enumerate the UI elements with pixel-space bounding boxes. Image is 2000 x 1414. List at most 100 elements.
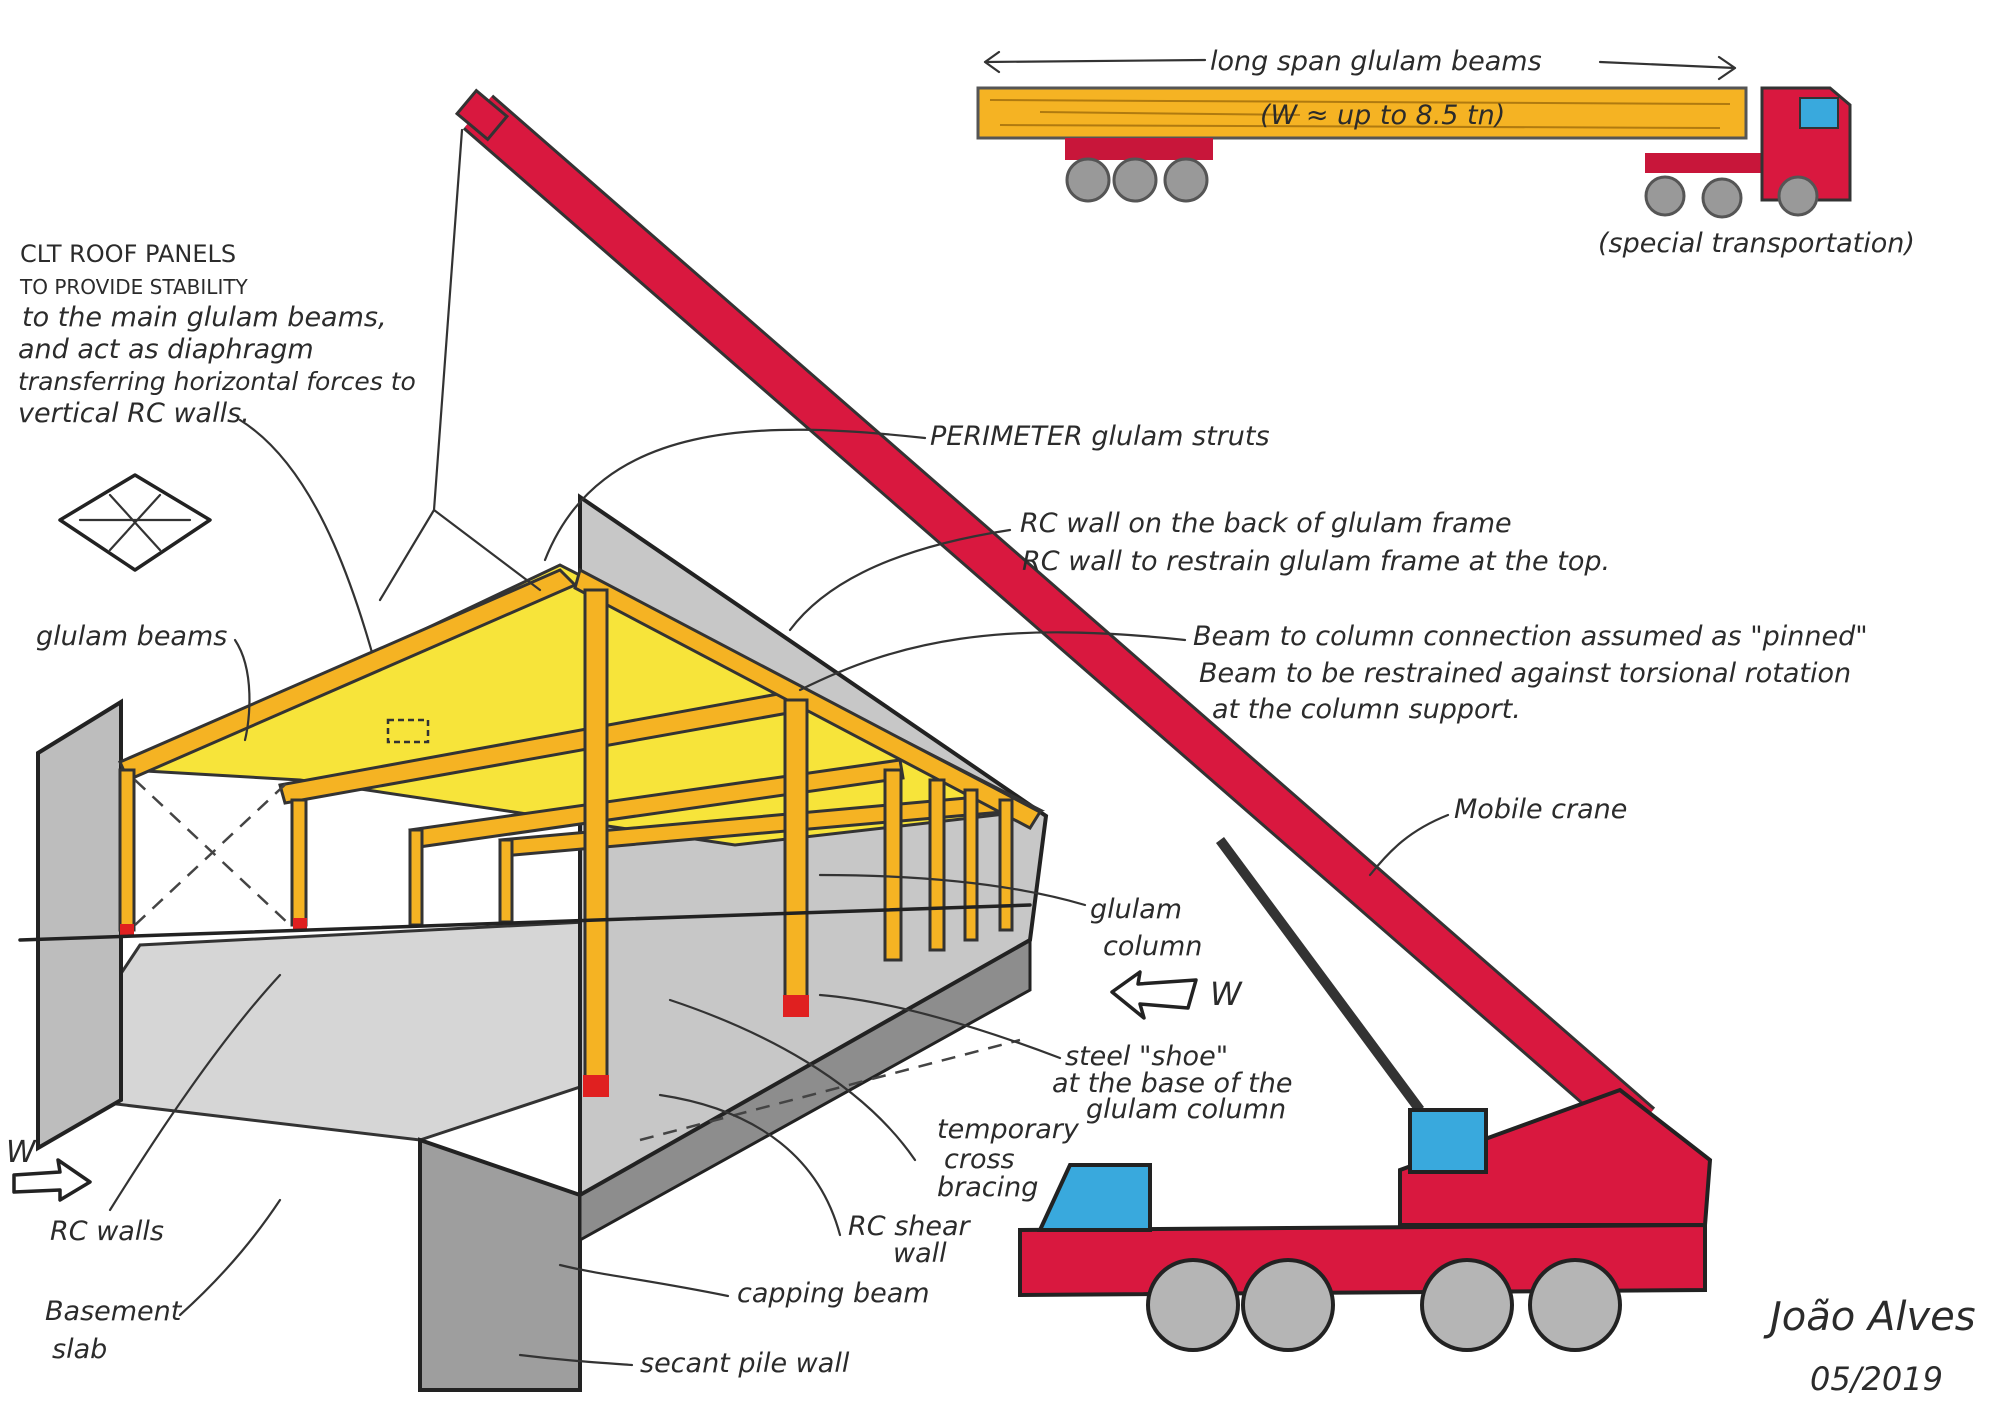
diaphragm-icon [58,473,212,572]
left-rc-wall [36,698,123,1152]
truck-wheels [1644,175,1819,219]
cab-window [1799,97,1839,129]
rc-wall-back-label-1: RC wall on the back of glulam frame [1020,508,1512,539]
mobile-crane-label: Mobile crane [1454,794,1627,825]
bracing-label-1: temporary [937,1114,1080,1145]
bracing-label-2: cross [944,1144,1015,1175]
note-line: transferring horizontal forces to [18,367,416,396]
crane-boom [464,96,1654,1141]
capping-beam-label: capping beam [737,1278,930,1309]
leader-line [178,1198,282,1317]
secant-pile-wall [418,1137,582,1392]
wheel [1146,1258,1240,1352]
leader-line [658,1093,842,1237]
leader-line [233,638,251,742]
note-line: TO PROVIDE STABILITY [19,275,249,299]
glulam-column [883,768,903,962]
glulam-column-label-2: column [1103,931,1202,962]
transport-caption: (special transportation) [1598,228,1915,259]
ground-floor-edge [18,903,1032,942]
glulam-column [998,798,1014,932]
note-line: to the main glulam beams, [22,302,387,333]
glulam-column [408,828,424,927]
rc-wall-back-label-2: RC wall to restrain glulam frame at the … [1022,546,1610,577]
steel-shoe [783,995,809,1017]
wheel [1065,157,1111,203]
temporary-cross-bracing [134,779,1021,1142]
glulam-column [498,838,514,924]
luffing-ram [1215,837,1425,1113]
steel-shoe-label-3: glulam column [1086,1094,1286,1125]
leader-line [818,873,1087,907]
glulam-beams-label: glulam beams [36,621,227,652]
basement-slab-label-1: Basement [45,1296,183,1327]
leader-line [108,973,282,1212]
glulam-column-label-1: glulam [1090,894,1182,925]
perimeter-struts-label: PERIMETER glulam struts [930,421,1270,452]
signature-block: João Alves 05/2019 [1763,1294,1976,1398]
leader-line [558,1263,730,1298]
glulam-column [583,588,609,1082]
steel-shoe-label-2: at the base of the [1052,1068,1292,1099]
note-line: and act as diaphragm [18,334,314,365]
wind-label-right: W [1210,975,1243,1013]
leader-line [798,631,1187,692]
signature-date: 05/2019 [1810,1360,1943,1398]
leader-line [543,428,927,562]
wheel [1241,1258,1335,1352]
wheel [1644,175,1686,217]
steel-shoe-label-1: steel "shoe" [1065,1041,1228,1072]
signature-name: João Alves [1763,1294,1976,1340]
basement-slab-label-2: slab [52,1334,107,1365]
wheel [1777,175,1819,217]
leader-line [668,998,917,1162]
wheel [1163,157,1209,203]
glulam-column [783,698,809,1002]
glulam-column [290,798,308,927]
crane-wheels [1146,1258,1622,1352]
beam-connection-label-2: Beam to be restrained against torsional … [1199,658,1851,689]
span-label: long span glulam beams [1210,46,1542,77]
weight-label: (W ≈ up to 8.5 tn) [1260,100,1505,131]
glulam-column [118,768,136,932]
leader-line [788,528,1012,632]
rc-shear-wall-label-1: RC shear [848,1211,972,1242]
beam-connection-label-1: Beam to column connection assumed as "pi… [1193,621,1868,652]
driver-cab [1036,1163,1152,1232]
annotations: PERIMETER glulam struts RC wall on the b… [6,421,1868,1379]
wind-arrow-icon [1110,970,1198,1020]
wind-label-left: W [6,1135,37,1170]
span-dimension-arrow [983,50,1737,81]
steel-shoe [120,924,134,936]
glulam-columns [118,588,1014,1082]
note-line: CLT ROOF PANELS [20,240,236,268]
truck-bed [1645,153,1763,173]
leader-line [818,993,1062,1060]
crane-superstructure [1398,1087,1713,1227]
operator-cabin [1408,1108,1488,1174]
steel-shoe [293,918,307,930]
leader-line [518,1353,634,1367]
rc-shear-wall-label-2: wall [893,1238,947,1269]
wheel [1420,1258,1514,1352]
transport-truck: long span glulam beams (W ≈ up to 8.5 tn… [976,46,1915,259]
steel-shoes [120,918,809,1097]
building-perspective [18,493,1049,1392]
wheel [1701,177,1743,219]
trailer-wheels [1065,157,1209,203]
mobile-crane [378,88,1713,1352]
wood-grain [989,99,1731,129]
note-line: vertical RC walls. [18,398,250,429]
roof-panel-detail [386,718,430,744]
secant-pile-wall-label: secant pile wall [640,1348,850,1379]
glulam-column [963,788,979,942]
steel-shoe [583,1075,609,1097]
wheel [1112,157,1158,203]
clt-note: CLT ROOF PANELS TO PROVIDE STABILITY to … [18,240,416,722]
beam-connection-label-3: at the column support. [1212,694,1521,725]
trailer-bogie [1065,138,1213,160]
hoist-cable [378,128,542,602]
rc-walls-label: RC walls [50,1216,164,1247]
leader-line [1368,813,1450,877]
